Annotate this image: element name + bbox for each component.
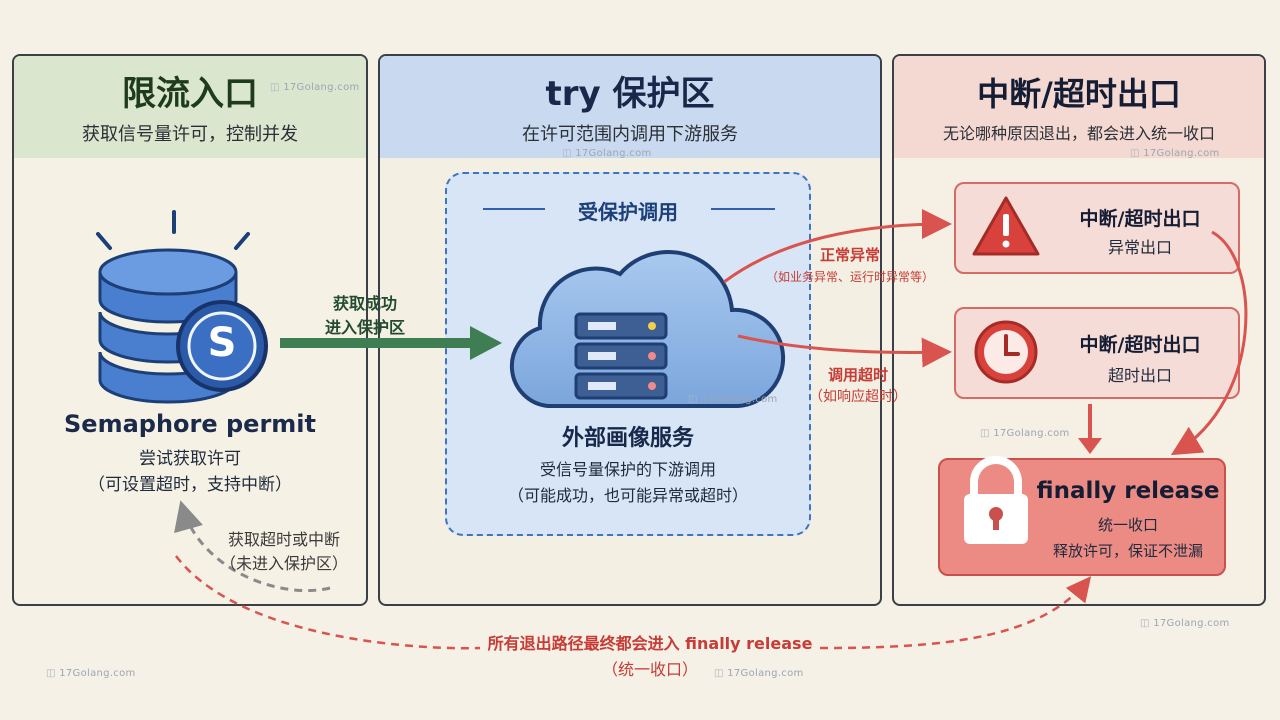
timeout-label-1: 调用超时	[827, 366, 888, 384]
left-panel-title: 限流入口	[122, 74, 258, 114]
right-panel-header: 中断/超时出口 无论哪种原因退出，都会进入统一收口	[894, 56, 1264, 158]
service-desc-2: （可能成功，也可能异常或超时）	[507, 486, 748, 505]
protected-call-heading: 受保护调用	[578, 200, 678, 224]
watermark: 17Golang.com	[688, 394, 778, 405]
acquire-label-1: 获取成功	[332, 294, 397, 313]
bottom-dashed-right	[819, 576, 1092, 650]
bottom-label-1: 所有退出路径最终都会进入 finally release	[487, 634, 813, 653]
warning-icon	[972, 196, 1040, 256]
acquire-fail-arrow	[174, 500, 331, 593]
middle-panel-header: try 保护区 在许可范围内调用下游服务	[380, 56, 880, 158]
middle-panel-title: try 保护区	[545, 74, 715, 114]
watermark: 17Golang.com	[1130, 148, 1220, 159]
finally-title: finally release	[1036, 478, 1220, 504]
timeout-arrow	[737, 334, 952, 368]
bottom-dashed-left	[175, 555, 481, 650]
finally-line-2: 释放许可，保证不泄漏	[1052, 542, 1203, 560]
left-panel-header: 限流入口 获取信号量许可，控制并发	[14, 56, 366, 158]
right-panel-title: 中断/超时出口	[977, 75, 1181, 113]
semaphore-badge-letter: S	[207, 320, 237, 366]
clock-icon	[974, 320, 1038, 384]
service-desc-1: 受信号量保护的下游调用	[539, 460, 716, 479]
acquire-fail-label-1: 获取超时或中断	[227, 530, 340, 549]
acquire-fail-label-2: （未进入保护区）	[219, 554, 348, 573]
semaphore-badge-icon	[176, 300, 268, 392]
semaphore-desc-2: （可设置超时，支持中断）	[88, 475, 292, 495]
semaphore-label: Semaphore permit	[64, 410, 316, 438]
watermark: 17Golang.com	[46, 668, 136, 679]
exception-arrow	[723, 209, 952, 284]
exception-label-2: （如业务异常、运行时异常等）	[765, 270, 934, 284]
finally-line-1: 统一收口	[1097, 516, 1158, 534]
service-name: 外部画像服务	[561, 426, 694, 451]
middle-panel-subtitle: 在许可范围内调用下游服务	[522, 124, 738, 145]
exception-exit-title: 中断/超时出口	[1079, 208, 1201, 230]
exception-label-1: 正常异常	[819, 246, 880, 264]
lock-icon	[964, 456, 1028, 544]
semaphore-desc-1: 尝试获取许可	[139, 449, 241, 469]
acquire-success-arrow	[280, 326, 502, 360]
cloud-service-icon	[509, 250, 786, 408]
bottom-label-2: （统一收口）	[601, 660, 698, 679]
right-panel-subtitle: 无论哪种原因退出，都会进入统一收口	[942, 124, 1215, 143]
watermark: 17Golang.com	[714, 668, 804, 679]
exception-to-finally-arrow	[1170, 230, 1248, 456]
acquire-label-2: 进入保护区	[324, 318, 405, 337]
watermark: 17Golang.com	[270, 82, 360, 93]
timeout-exit-label: 超时出口	[1107, 366, 1172, 385]
left-panel-subtitle: 获取信号量许可，控制并发	[82, 124, 298, 145]
exception-exit-label: 异常出口	[1107, 238, 1172, 257]
timeout-label-2: （如响应超时）	[809, 389, 907, 405]
timeout-exit-title: 中断/超时出口	[1079, 334, 1201, 356]
watermark: 17Golang.com	[1140, 618, 1230, 629]
watermark: 17Golang.com	[562, 148, 652, 159]
watermark: 17Golang.com	[980, 428, 1070, 439]
